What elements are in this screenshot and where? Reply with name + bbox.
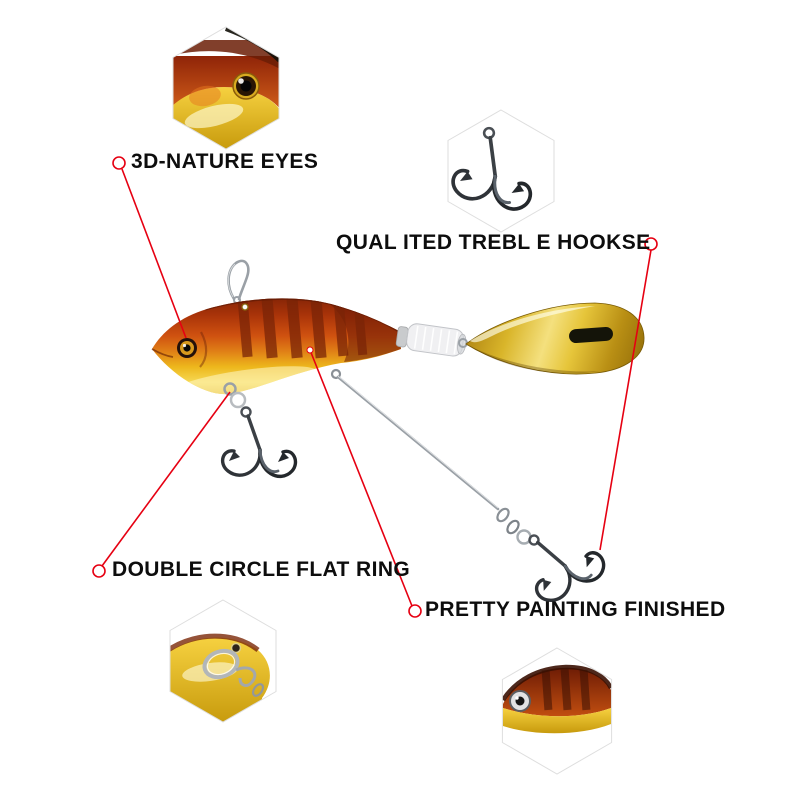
blade-slot [569, 326, 613, 344]
callout-line-ring [101, 391, 231, 567]
callout-dot-hooks [644, 237, 658, 251]
barrel-swivel [496, 507, 532, 545]
callout-anchor-paint [306, 346, 314, 354]
gill-line [199, 331, 208, 368]
thumbnail-ring-closeup [169, 599, 277, 723]
closeup-flat-ring [202, 648, 265, 697]
callout-dots [92, 156, 658, 618]
thumbnail-hook-closeup [447, 109, 555, 233]
mouth-line [151, 348, 174, 358]
callout-lines [101, 168, 652, 607]
callout-line-hooks [599, 249, 652, 551]
lure-3d-eye [177, 338, 197, 358]
callout-line-paint [309, 349, 413, 607]
spinner-blade [465, 302, 645, 375]
thumbnail-body-closeup [501, 647, 613, 775]
snap-clip [227, 259, 250, 304]
label-3d-nature-eyes: 3D-NATURE EYES [131, 150, 319, 173]
lure-body [151, 298, 401, 395]
front-treble-hook [220, 405, 298, 479]
callout-line-eyes [121, 168, 187, 339]
belly-shine [173, 366, 317, 395]
line-tie-hole [241, 303, 249, 311]
label-qualited-treble-hooks: QUAL ITED TREBL E HOOKSE [336, 231, 651, 254]
label-double-circle-flat-ring: DOUBLE CIRCLE FLAT RING [112, 558, 411, 581]
rear-treble-hook [509, 509, 611, 610]
label-pretty-painting-finished: PRETTY PAINTING FINISHED [425, 598, 726, 621]
callout-dot-ring [92, 564, 106, 578]
thumbnail-eye-closeup [172, 26, 280, 150]
closeup-3d-eye [232, 72, 260, 100]
tail-shading [330, 304, 401, 362]
callout-dot-paint [408, 604, 422, 618]
closeup-body-eye [509, 690, 531, 712]
callout-dot-eyes [112, 156, 126, 170]
clear-connector [395, 323, 467, 357]
wire-arm [330, 368, 500, 511]
body-stripes [237, 298, 368, 359]
front-hanger-rings [223, 382, 247, 409]
